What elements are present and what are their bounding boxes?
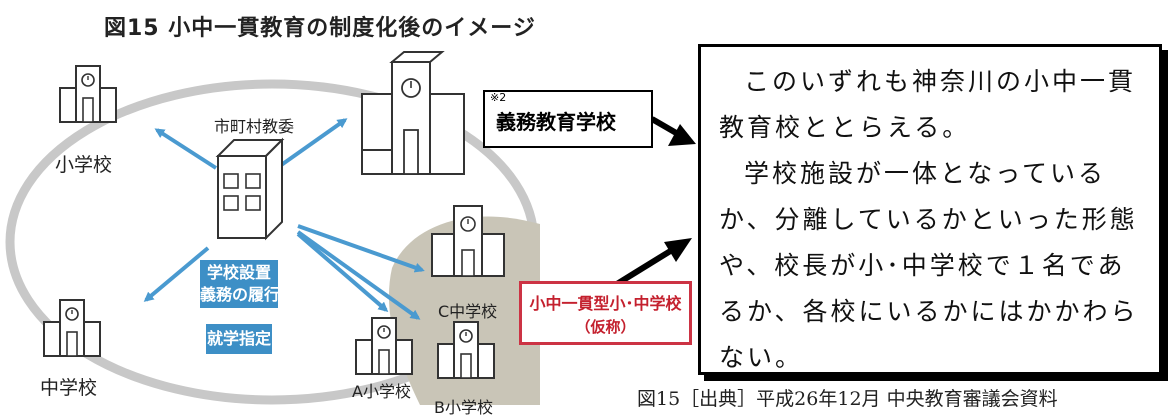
integrated-school-provisional: （仮称） xyxy=(575,318,636,336)
integrated-school-box: 小中一貫型小･中学校 （仮称） xyxy=(519,281,692,345)
gimu-school-note: ※2 xyxy=(490,91,507,104)
a-elementary-label: A小学校 xyxy=(352,382,411,401)
elementary-school-label: 小学校 xyxy=(55,154,113,176)
establishment-duty-box: 学校設置 義務の履行 xyxy=(200,260,281,308)
c-junior-high-building-icon xyxy=(431,205,505,277)
establishment-duty-line1: 学校設置 xyxy=(206,263,271,282)
explanation-paragraph-1: このいずれも神奈川の小中一貫教育校ととらえる。 xyxy=(719,67,1137,142)
arrow-to-gimu-school xyxy=(275,118,348,170)
gimu-school-label: 義務教育学校 xyxy=(496,110,616,134)
arrow-to-b-elementary xyxy=(296,230,421,320)
arrow-to-elementary xyxy=(154,128,218,170)
integrated-school-label: 小中一貫型小･中学校 xyxy=(529,294,682,313)
figure-title: 図15 小中一貫教育の制度化後のイメージ xyxy=(104,16,536,41)
gimu-school-box xyxy=(483,90,653,148)
explanation-paragraph-2: 学校施設が一体となっているか、分離しているかといった形態や、校長が小･中学校で１… xyxy=(719,159,1139,372)
municipal-board-label: 市町村教委 xyxy=(214,117,295,136)
b-elementary-label: B小学校 xyxy=(434,398,493,417)
junior-high-school-label: 中学校 xyxy=(40,377,98,399)
establishment-duty-line2: 義務の履行 xyxy=(200,285,281,304)
gimu-school-building-icon xyxy=(361,51,465,175)
arrow-redbox-to-textbox xyxy=(610,238,692,290)
arrow-to-junior-high xyxy=(143,246,210,302)
arrow-to-c-junior-high xyxy=(297,224,425,273)
explanation-box: このいずれも神奈川の小中一貫教育校ととらえる。 学校施設が一体となっているか、分… xyxy=(698,44,1162,375)
board-of-education-building-icon xyxy=(215,137,285,241)
c-junior-high-label: C中学校 xyxy=(438,302,498,321)
enrollment-designation-box: 就学指定 xyxy=(206,324,272,354)
arrow-gimu-to-textbox xyxy=(650,116,696,146)
elementary-school-building-icon xyxy=(59,65,117,123)
junior-high-school-building-icon xyxy=(43,299,101,357)
arrow-to-a-elementary xyxy=(296,232,389,312)
source-caption: 図15［出典］平成26年12月 中央教育審議会資料 xyxy=(637,388,1058,410)
